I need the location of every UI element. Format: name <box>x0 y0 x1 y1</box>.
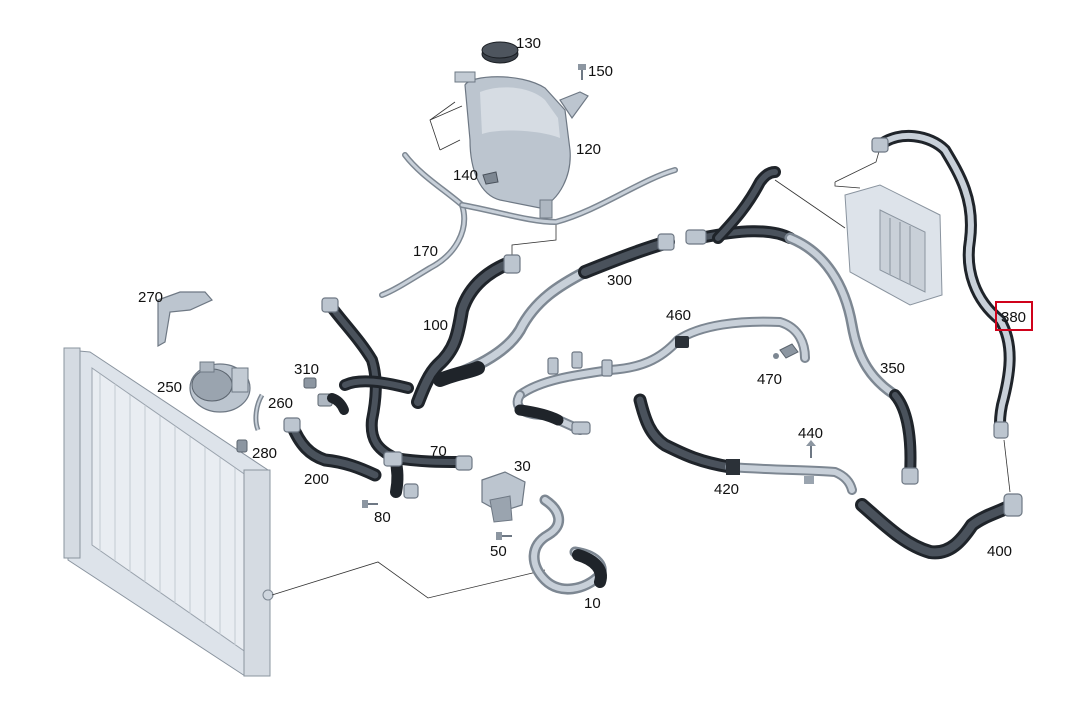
clip-140 <box>482 171 499 185</box>
label-300[interactable]: 300 <box>607 272 632 289</box>
leader-lines <box>271 101 1011 599</box>
electronic-module <box>844 184 943 306</box>
label-120[interactable]: 120 <box>576 141 601 158</box>
callouts: 130 150 120 140 170 270 300 100 460 310 … <box>138 35 1033 612</box>
vent-line-170 <box>379 152 678 298</box>
hose-380 <box>871 129 1016 439</box>
label-350[interactable]: 350 <box>880 360 905 377</box>
hose-10 <box>528 494 607 595</box>
label-30[interactable]: 30 <box>514 458 531 475</box>
hose-100 <box>411 254 521 409</box>
label-460[interactable]: 460 <box>666 307 691 324</box>
clip-470 <box>773 343 799 359</box>
label-470[interactable]: 470 <box>757 371 782 388</box>
pipe-420 <box>633 393 857 495</box>
label-150[interactable]: 150 <box>588 63 613 80</box>
bolt-150 <box>578 64 586 80</box>
label-80[interactable]: 80 <box>374 509 391 526</box>
highlight-box-380 <box>995 301 1033 331</box>
hose-70 <box>321 297 473 499</box>
hose-400 <box>855 493 1023 560</box>
clip-280 <box>236 439 248 453</box>
label-310[interactable]: 310 <box>294 361 319 378</box>
label-130[interactable]: 130 <box>516 35 541 52</box>
hose-200 <box>283 417 382 482</box>
label-70[interactable]: 70 <box>430 443 447 460</box>
radiator <box>63 347 274 677</box>
label-140[interactable]: 140 <box>453 167 478 184</box>
label-270[interactable]: 270 <box>138 289 163 306</box>
label-170[interactable]: 170 <box>413 243 438 260</box>
label-400[interactable]: 400 <box>987 543 1012 560</box>
pump-250 <box>189 361 251 413</box>
bolt-50 <box>496 532 512 540</box>
label-280[interactable]: 280 <box>252 445 277 462</box>
label-440[interactable]: 440 <box>798 425 823 442</box>
label-250[interactable]: 250 <box>157 379 182 396</box>
hose-300 <box>433 233 675 387</box>
label-10[interactable]: 10 <box>584 595 601 612</box>
label-50[interactable]: 50 <box>490 543 507 560</box>
hose-350 <box>685 166 919 485</box>
label-100[interactable]: 100 <box>423 317 448 334</box>
label-420[interactable]: 420 <box>714 481 739 498</box>
bolt-440 <box>806 440 816 458</box>
bracket-270 <box>157 291 213 348</box>
expansion-tank <box>454 71 589 219</box>
bolt-80 <box>362 500 378 508</box>
label-260[interactable]: 260 <box>268 395 293 412</box>
cap-130 <box>481 41 519 64</box>
connector-310 <box>303 377 349 415</box>
label-200[interactable]: 200 <box>304 471 329 488</box>
valve-30 <box>481 471 526 523</box>
label-380[interactable]: 380 <box>1001 309 1026 326</box>
bracket-260 <box>253 393 265 431</box>
pipe-460 <box>512 316 810 435</box>
